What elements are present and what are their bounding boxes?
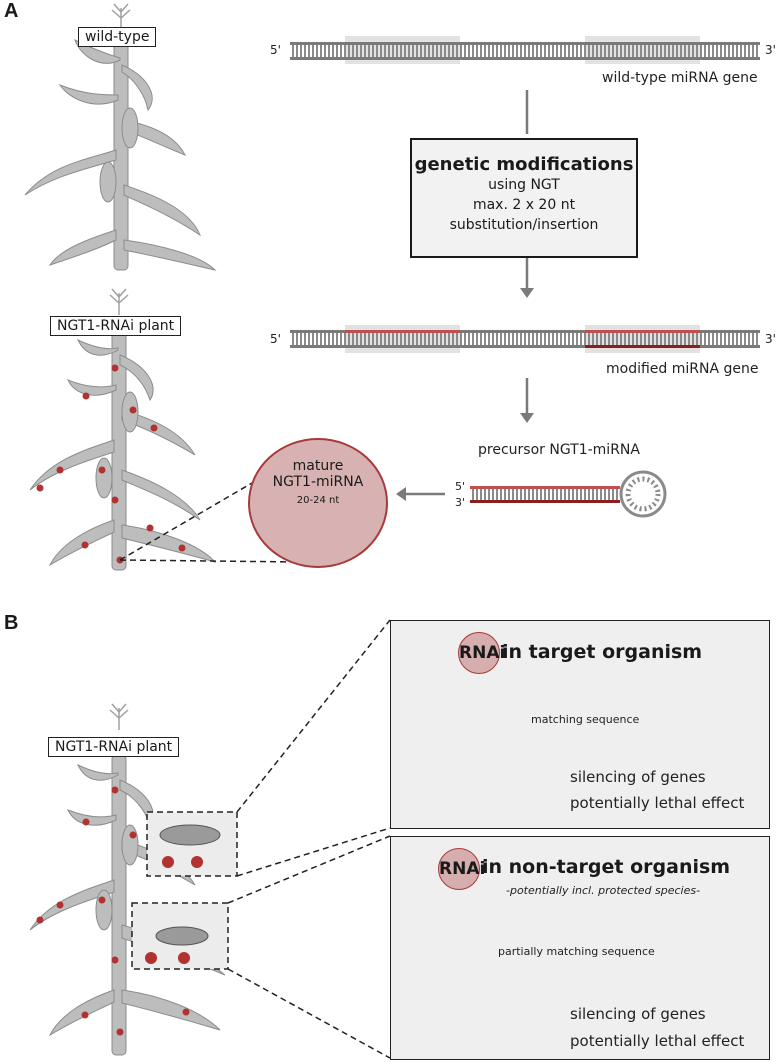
target-effect-1: silencing of genes <box>570 768 706 786</box>
panel-letter-b: B <box>4 612 19 634</box>
target-organism-box <box>390 620 770 829</box>
nontarget-effect-1: silencing of genes <box>570 1005 706 1023</box>
rnai-badge: RNAi <box>438 848 485 890</box>
three-prime-label: 3' <box>765 332 776 346</box>
ngt1-plant-illustration <box>29 329 217 571</box>
ngt1-plant-label: NGT1-RNAi plant <box>50 316 182 336</box>
wild-type-gene-label: wild-type miRNA gene <box>602 70 758 86</box>
zoom-connector <box>119 559 301 563</box>
partial-sequence-label: partially matching sequence <box>498 945 655 958</box>
larva-icon <box>159 824 221 868</box>
tassel-icon <box>109 288 129 315</box>
five-prime-label: 5' <box>270 332 281 346</box>
target-title: in target organism <box>502 641 703 663</box>
tassel-icon <box>111 3 131 30</box>
five-prime-label: 5' <box>455 480 466 493</box>
three-prime-label: 3' <box>765 43 776 57</box>
nontarget-title: in non-target organism <box>482 856 731 878</box>
five-prime-label: 5' <box>270 43 281 57</box>
panel-b-plant-label: NGT1-RNAi plant <box>48 737 180 757</box>
wild-type-dna-strand <box>290 36 760 64</box>
bug-icon <box>145 926 209 964</box>
gm-line-2: max. 2 x 20 nt <box>472 197 576 213</box>
rnai-badge: RNAi <box>458 632 505 674</box>
mature-line-1: mature <box>292 458 344 474</box>
nontarget-subtitle: -potentially incl. protected species- <box>506 884 701 897</box>
mature-line-2: NGT1-miRNA <box>272 474 364 490</box>
genetic-modifications-box: genetic modifications using NGT max. 2 x… <box>410 138 638 258</box>
wild-type-label: wild-type <box>78 27 157 47</box>
three-prime-label: 3' <box>455 496 466 509</box>
mature-length: 20-24 nt <box>296 495 340 506</box>
gm-line-3: substitution/insertion <box>449 217 599 233</box>
modified-dna-strand <box>290 325 760 353</box>
wild-type-plant-illustration <box>24 39 217 271</box>
zoom-connectors-b <box>227 619 391 1059</box>
precursor-hairpin <box>470 470 667 518</box>
mature-mirna-circle: mature NGT1-miRNA 20-24 nt <box>248 438 388 568</box>
tassel-icon <box>109 703 129 730</box>
genetic-modifications-title: genetic modifications <box>414 154 634 175</box>
rnai-dots <box>36 364 186 564</box>
panel-letter-a: A <box>4 0 19 22</box>
matching-sequence-label: matching sequence <box>531 713 640 726</box>
process-arrows <box>396 90 534 501</box>
target-effect-2: potentially lethal effect <box>570 794 745 812</box>
gm-line-1: using NGT <box>488 177 560 193</box>
modified-gene-label: modified miRNA gene <box>606 361 759 377</box>
precursor-label: precursor NGT1-miRNA <box>478 442 640 458</box>
nontarget-effect-2: potentially lethal effect <box>570 1032 745 1050</box>
